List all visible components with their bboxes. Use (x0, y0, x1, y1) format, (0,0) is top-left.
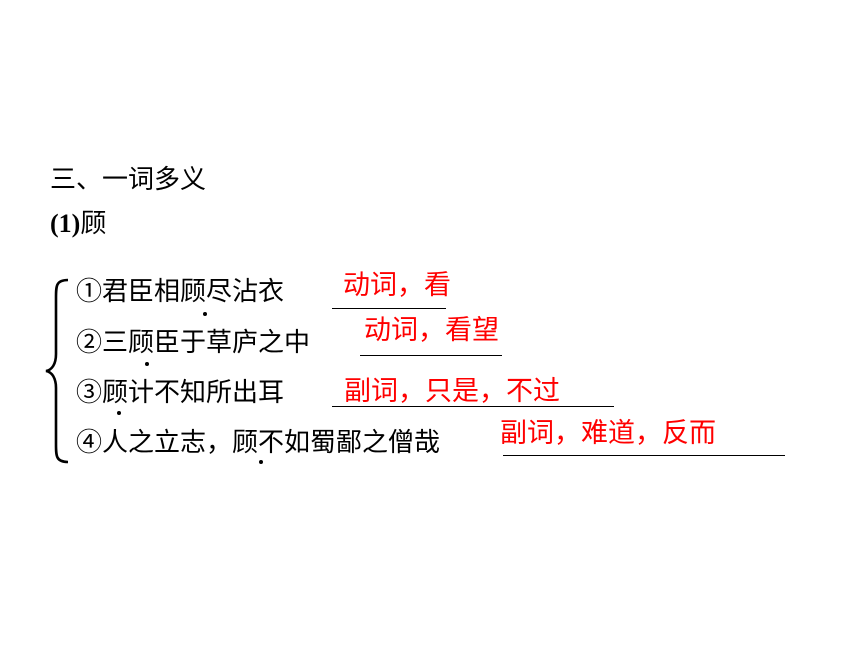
emphasis-dot (259, 460, 263, 464)
item-1-answer: 动词，看 (343, 270, 451, 301)
item-4-blank (503, 455, 785, 456)
emphasis-dot (145, 362, 149, 366)
item-4-text: ④人之立志，顾不如蜀鄙之僧哉 (76, 428, 441, 458)
item-1-text: ①君臣相顾尽沾衣 (76, 277, 285, 307)
item-1-blank (332, 308, 446, 309)
item-3-blank (332, 406, 614, 407)
item-4-answer: 副词，难道，反而 (500, 418, 716, 449)
word-heading: (1)顾 (50, 204, 106, 244)
item-2-text: ②三顾臣于草庐之中 (76, 328, 311, 358)
word-char: 顾 (80, 209, 107, 239)
item-2-answer: 动词，看望 (364, 315, 499, 346)
section-heading: 三、一词多义 (50, 165, 207, 195)
emphasis-dot (203, 312, 207, 316)
word-number: (1) (50, 209, 81, 238)
emphasis-dot (117, 411, 121, 415)
item-3-answer: 副词，只是，不过 (344, 376, 560, 407)
item-3-text: ③顾计不知所出耳 (76, 378, 285, 408)
left-brace-icon (45, 278, 69, 464)
item-2-blank (360, 355, 502, 356)
